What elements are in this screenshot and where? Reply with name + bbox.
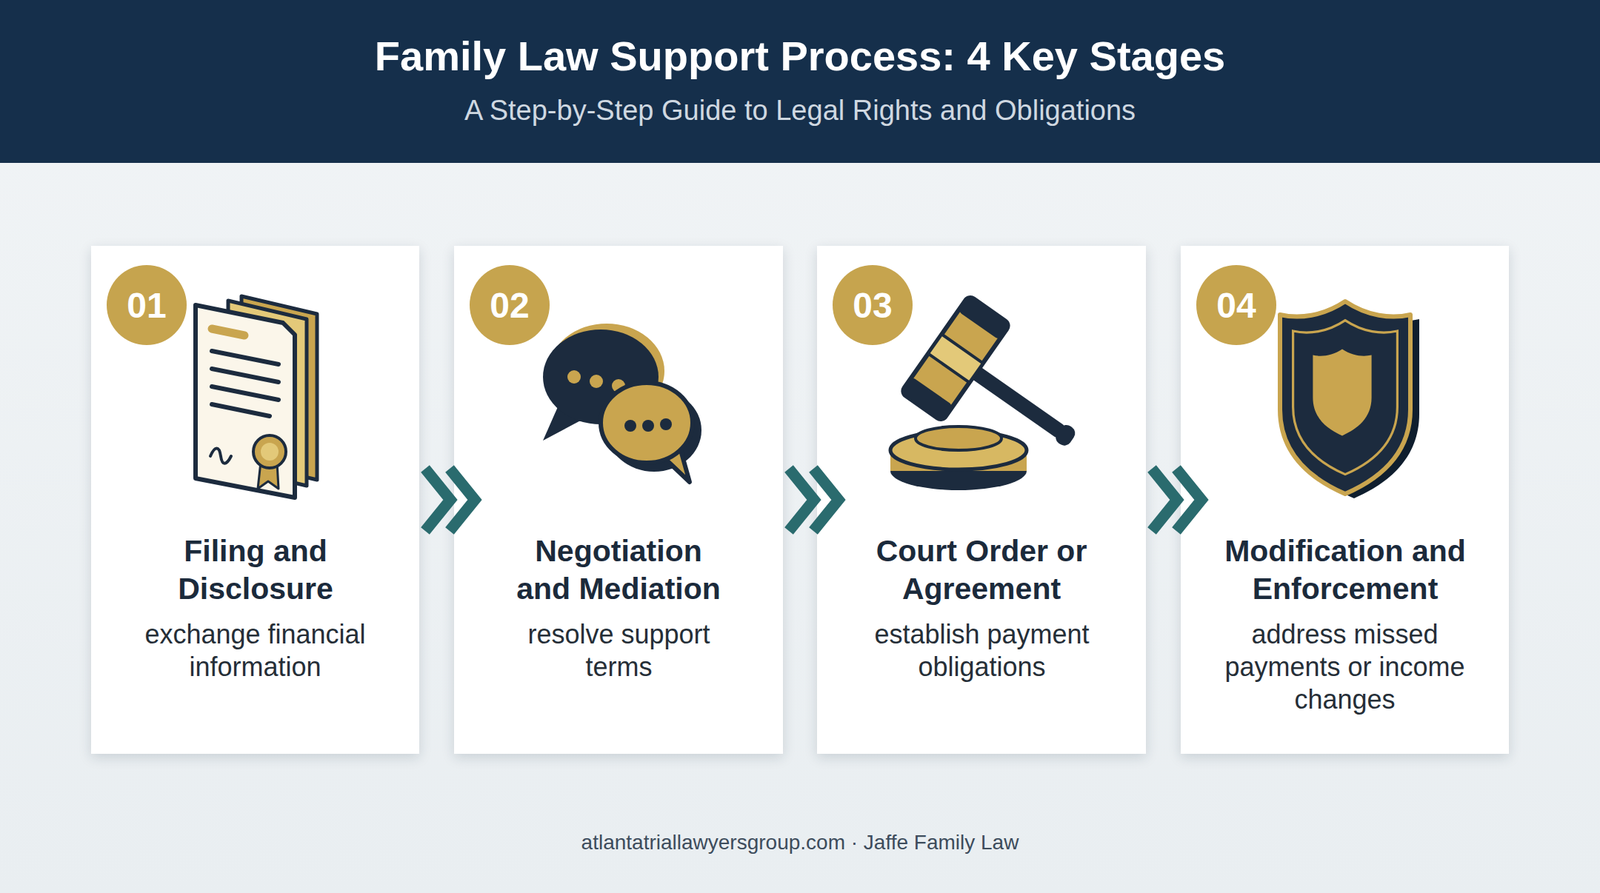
page-subtitle: A Step-by-Step Guide to Legal Rights and… — [0, 93, 1600, 128]
bubble-tail — [660, 445, 690, 483]
gavel — [900, 295, 1106, 489]
stage-description: address missed payments or income change… — [1220, 618, 1469, 717]
stage-description: exchange financial information — [131, 618, 380, 684]
stage-heading: Modification and Enforcement — [1204, 532, 1486, 609]
stage-description: resolve support terms — [494, 618, 743, 684]
stage-heading: Filing and Disclosure — [114, 532, 397, 609]
shield-depth — [1288, 305, 1420, 499]
speech-bubbles-icon — [542, 323, 702, 483]
gavel-collar — [928, 334, 983, 383]
gavel-cap — [900, 377, 954, 422]
bubble-dot — [660, 418, 672, 431]
stage-heading: Court Order or Agreement — [840, 532, 1123, 609]
step-number: 02 — [469, 265, 550, 346]
gavel-icon — [890, 295, 1106, 491]
front-bubble — [600, 382, 693, 463]
sound-block-step — [915, 426, 1002, 451]
page-line — [211, 386, 279, 400]
step-arrow — [788, 468, 839, 532]
bubble-tail — [542, 403, 588, 441]
stage-description: establish payment obligations — [857, 618, 1106, 684]
seal — [253, 435, 286, 469]
gavel-handle — [963, 360, 1070, 441]
front-page — [195, 305, 295, 498]
shield-outer — [1280, 301, 1411, 495]
middle-page — [228, 300, 307, 486]
bubble-shadow — [606, 388, 702, 472]
gavel-knob — [1052, 422, 1078, 449]
shield-rim — [1293, 320, 1398, 475]
signature-mark — [210, 448, 232, 464]
shield-icon — [1280, 301, 1420, 499]
step-arrow — [1151, 468, 1202, 532]
source-caption: atlantatriallawyersgroup.com · Jaffe Fam… — [0, 830, 1600, 856]
sound-block-side — [890, 450, 1027, 472]
bubble-dot — [567, 370, 581, 384]
step-number: 03 — [832, 265, 913, 346]
back-bubble — [542, 329, 659, 425]
header-band — [0, 0, 1600, 163]
step-number: 01 — [106, 265, 187, 346]
sound-block-base — [890, 451, 1027, 491]
step-number: 04 — [1196, 265, 1277, 346]
bubble-dot — [642, 420, 655, 432]
bubble-dot — [589, 374, 603, 389]
seal-center — [260, 442, 279, 461]
page-line — [211, 368, 279, 383]
page-line — [211, 351, 279, 365]
stage-heading: Negotiation and Mediation — [511, 532, 726, 609]
shield-inner — [1312, 348, 1372, 436]
page-line — [211, 404, 270, 417]
step-arrow — [425, 468, 475, 532]
bubble-dot — [611, 379, 626, 393]
gavel-cap — [957, 295, 1011, 340]
bubble-rim — [548, 323, 665, 419]
back-page — [241, 296, 318, 480]
document-icon — [195, 296, 318, 498]
page-header-bar — [211, 328, 245, 336]
page-title: Family Law Support Process: 4 Key Stages — [0, 31, 1600, 81]
bubble-dot — [624, 420, 637, 432]
sound-block-top — [890, 431, 1027, 470]
gavel-head — [900, 295, 1010, 422]
seal-ribbon — [257, 462, 279, 489]
